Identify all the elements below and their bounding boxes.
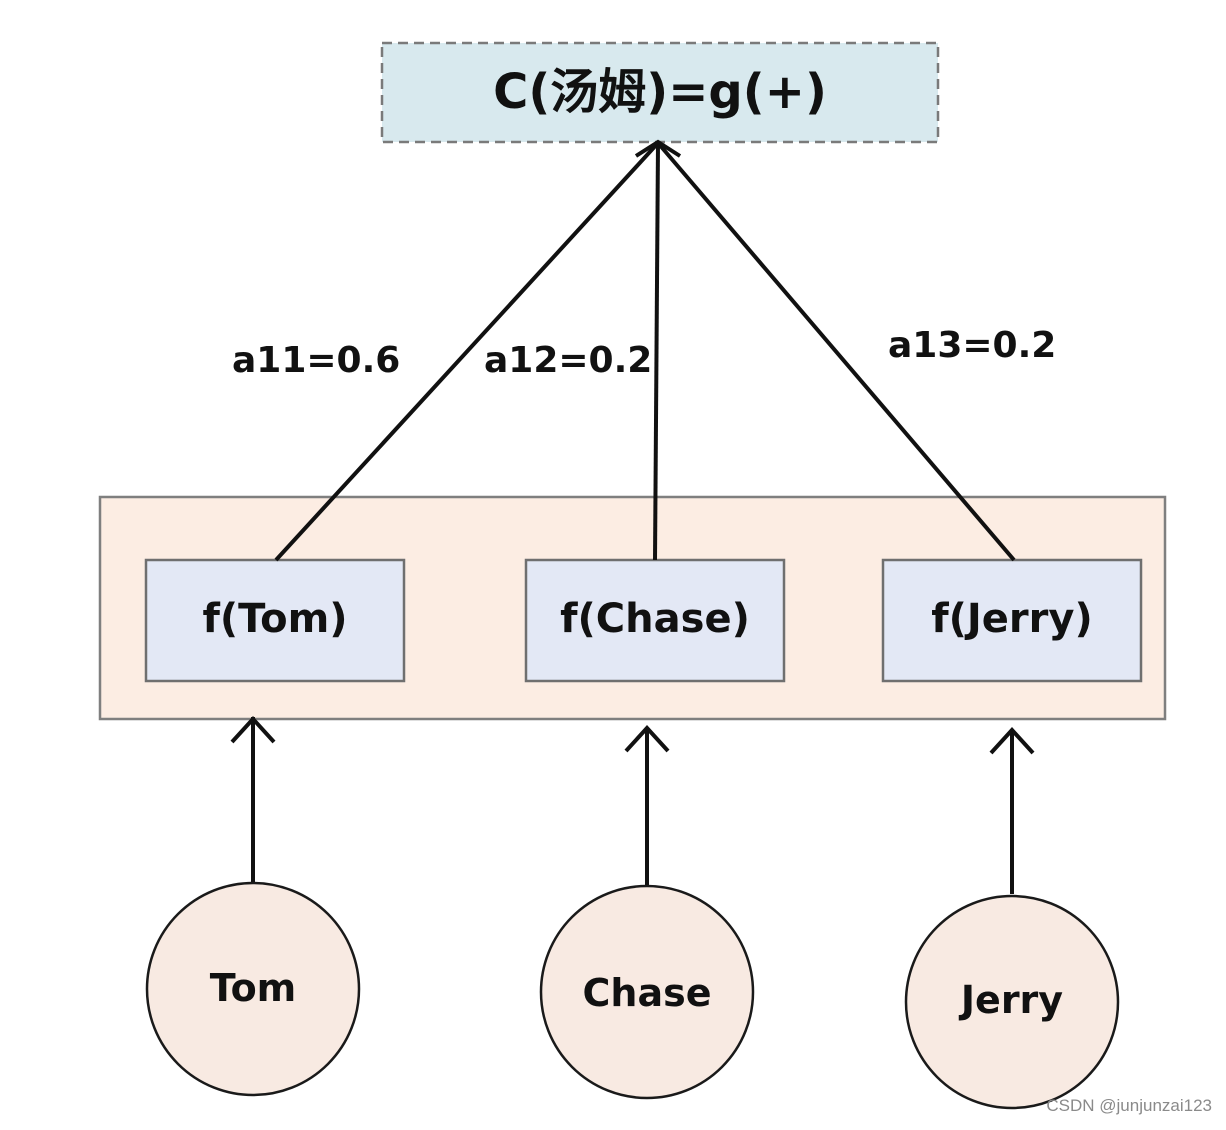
output-node-box — [380, 41, 940, 144]
input-arrowhead-jerry — [989, 727, 1035, 755]
attention-edge-tom — [274, 141, 660, 562]
input-node-chase — [539, 884, 755, 1100]
encoder-label-jerry: f(Jerry) — [931, 596, 1093, 642]
output-node-label: C(汤姆)=g(+) — [493, 64, 827, 120]
attention-edge-chase — [653, 142, 660, 561]
input-label-tom: Tom — [210, 966, 297, 1010]
input-label-jerry: Jerry — [958, 978, 1063, 1022]
attention-edge-jerry — [656, 141, 1016, 562]
weight-label-a12: a12=0.2 — [484, 340, 652, 381]
weight-label-a13: a13=0.2 — [888, 325, 1056, 366]
input-node-tom — [145, 881, 361, 1097]
input-node-jerry — [904, 894, 1120, 1110]
input-label-chase: Chase — [583, 971, 712, 1015]
weight-label-a11: a11=0.6 — [232, 340, 400, 381]
input-arrowhead-chase — [624, 725, 670, 753]
input-arrowhead-tom — [230, 716, 276, 744]
encoder-node-jerry — [881, 558, 1143, 683]
encoder-label-chase: f(Chase) — [560, 596, 750, 642]
encoder-label-tom: f(Tom) — [202, 596, 347, 642]
output-arrowhead — [634, 139, 682, 158]
encoder-node-chase — [524, 558, 786, 683]
encoder-node-tom — [144, 558, 406, 683]
watermark: CSDN @junjunzai123 — [1046, 1096, 1212, 1115]
